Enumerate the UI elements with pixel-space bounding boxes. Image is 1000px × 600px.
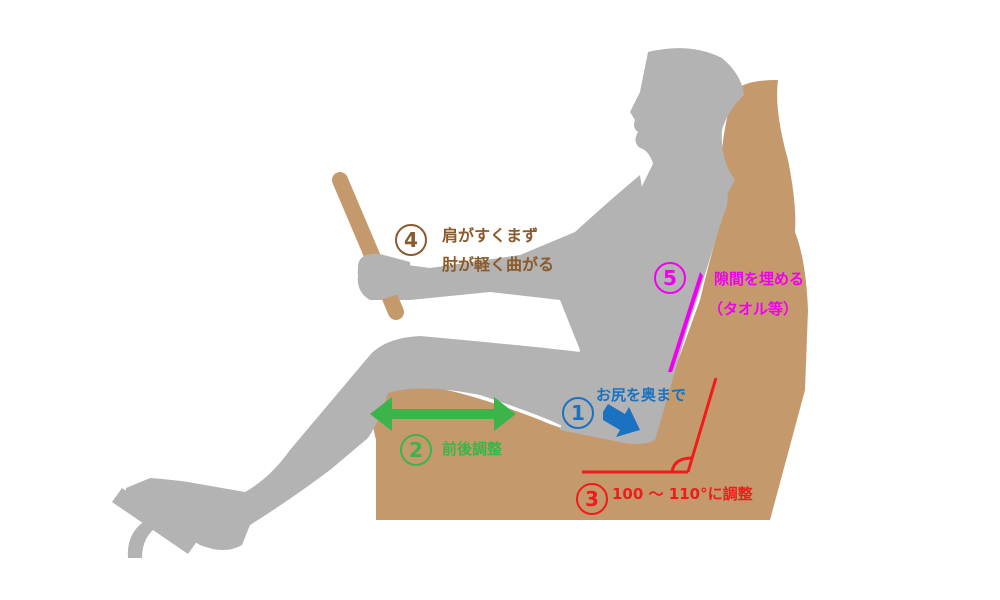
step-3-marker: 3	[576, 483, 608, 515]
step-1-marker: 1	[562, 397, 594, 429]
step-4-marker: 4	[395, 224, 427, 256]
step-3-text: 100 〜 110°に調整	[612, 485, 753, 503]
recline-angle-marker	[582, 377, 718, 474]
seat-slide-arrow	[370, 397, 516, 431]
step-1-text: お尻を奥まで	[596, 386, 687, 404]
hip-back-arrow	[603, 404, 640, 437]
step-4-line1: 肩がすくまず	[442, 226, 539, 245]
step-2-text: 前後調整	[442, 440, 503, 458]
lumbar-gap-marker	[668, 272, 703, 372]
step-5-line1: 隙間を埋める	[714, 270, 805, 288]
seat-back	[640, 80, 808, 520]
legs	[125, 336, 650, 550]
driver-silhouette	[125, 48, 744, 550]
step-5-line2: （タオル等）	[708, 300, 799, 318]
car-seat	[372, 80, 808, 520]
steering-wheel	[332, 172, 412, 320]
step-4-line2: 肘が軽く曲がる	[442, 255, 555, 274]
hand	[358, 253, 412, 300]
step-5-marker: 5	[654, 262, 686, 294]
step-2-marker: 2	[400, 434, 432, 466]
torso	[560, 160, 728, 444]
arm	[357, 175, 650, 300]
